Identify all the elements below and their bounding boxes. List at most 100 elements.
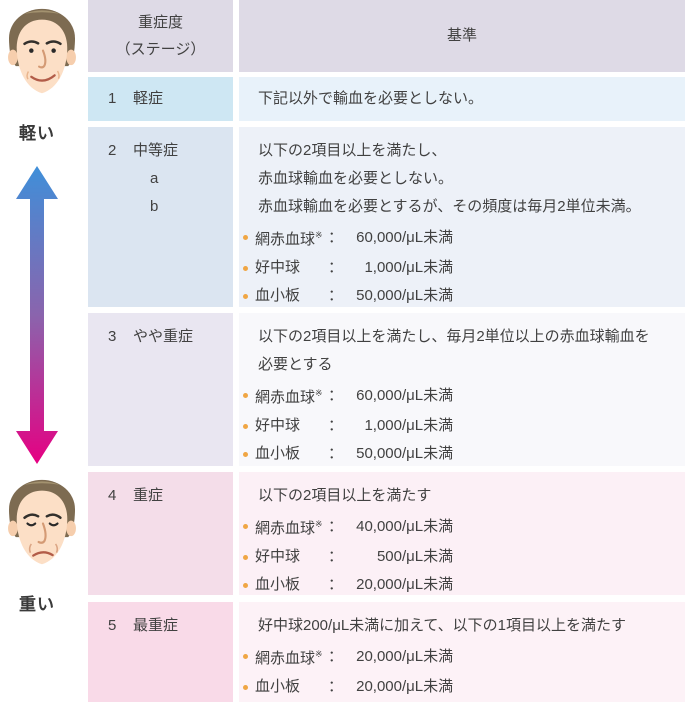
stage-cell: 4 重症 — [88, 472, 233, 595]
criteria-line: 以下の2項目以上を満たし、 — [258, 142, 447, 159]
criteria-header-cell: 基準 — [239, 0, 685, 72]
table-header-row: 重症度 （ステージ） 基準 — [88, 0, 685, 72]
stage-label: 2 中等症 — [108, 137, 233, 165]
bullet-value: 1,000 — [364, 259, 402, 276]
stage-name: 最重症 — [133, 617, 179, 634]
bullet-value: 20,000 — [356, 678, 402, 695]
bullet-value: 50,000 — [356, 445, 402, 462]
sad-man-face-icon — [8, 479, 76, 565]
bullet-dot-icon — [243, 684, 248, 690]
bullet-colon: ： — [328, 259, 344, 276]
bullet-value: 500 — [376, 548, 402, 565]
severe-label: 重い — [19, 595, 55, 614]
bullet-value: 20,000 — [356, 576, 402, 593]
table-row: 5 最重症 好中球200/μL未満に加えて、以下の1項目以上を満たす網赤血球※ ： 20… — [88, 602, 685, 702]
bullet-label: 血小板 — [255, 287, 301, 304]
criteria-line: 以下の2項目以上を満たす — [258, 487, 432, 504]
bullet-colon: ： — [328, 228, 344, 246]
bullet-value: 50,000 — [356, 287, 402, 304]
criteria-bullet-item: 網赤血球※：20,000/μL未満 — [243, 640, 685, 673]
bullet-note-mark: ※ — [315, 649, 323, 659]
criteria-bullet-item: 好中球 ： 1,000/μL未満 — [243, 412, 685, 440]
bullet-unit: /μL未満 — [402, 259, 454, 276]
criteria-header-label: 基準 — [446, 27, 477, 44]
stage-name: 中等症 — [133, 142, 179, 159]
bullet-dot-icon — [243, 654, 248, 659]
bullet-colon: ： — [328, 287, 344, 304]
bullet-value: 40,000 — [356, 517, 402, 535]
stage-label: 4 重症 — [108, 482, 233, 510]
bullet-note-mark: ※ — [315, 388, 323, 398]
criteria-line: 赤血球輸血を必要としない。 — [258, 170, 454, 187]
stage-name: 重症 — [133, 487, 164, 504]
bullet-label: 好中球 — [255, 548, 301, 565]
bullet-label: 網赤血球※ — [255, 388, 323, 406]
stage-label: 1 軽症 — [108, 85, 233, 113]
bullet-label: 血小板 — [255, 576, 301, 593]
bullet-unit: /μL未満 — [402, 287, 454, 304]
stage-number: 1 — [108, 90, 117, 107]
criteria-bullet-item: 網赤血球※ ： 60,000/μL未満 — [243, 379, 685, 412]
bullet-dot-icon — [243, 554, 248, 560]
bullet-label: 網赤血球※ — [255, 230, 323, 248]
stage-cell: 1 軽症 — [88, 77, 233, 121]
bullet-colon: ： — [328, 647, 344, 665]
bullet-label: 血小板 — [255, 445, 301, 462]
criteria-bullet-item: 血小板 ： 50,000/μL未満 — [243, 282, 685, 310]
bullet-colon: ： — [328, 445, 344, 462]
bullet-unit: /μL未満 — [402, 576, 454, 593]
smiling-man-face-icon — [8, 8, 76, 94]
stage-name: 軽症 — [133, 90, 164, 107]
stage-number: 2 — [108, 142, 117, 159]
stage-cell: 5 最重症 — [88, 602, 233, 702]
bullet-value: 20,000 — [356, 647, 402, 665]
severity-scale-panel: 軽い — [0, 0, 88, 702]
bullet-value: 1,000 — [364, 417, 402, 434]
criteria-bullet-item: 血小板：20,000/μL未満 — [243, 571, 685, 599]
severity-gradient-arrow-icon — [16, 166, 58, 464]
bullet-dot-icon — [243, 235, 248, 240]
bullet-label: 好中球 — [255, 259, 301, 276]
stage-number: 4 — [108, 487, 117, 504]
criteria-line: 必要とする — [258, 356, 333, 373]
stage-substage-label: b — [150, 198, 159, 215]
bullet-dot-icon — [243, 293, 248, 299]
criteria-cell: 下記以外で輸血を必要としない。 — [239, 77, 685, 121]
bullet-dot-icon — [243, 582, 248, 588]
criteria-bullet-item: 血小板：20,000/μL未満 — [243, 673, 685, 701]
criteria-line: 好中球200/μL未満に加えて、以下の1項目以上を満たす — [258, 617, 627, 634]
criteria-cell: 以下の2項目以上を満たし、赤血球輸血を必要としない。赤血球輸血を必要とするが、そ… — [239, 127, 685, 307]
bullet-label: 好中球 — [255, 417, 301, 434]
bullet-colon: ： — [328, 386, 344, 404]
mild-label: 軽い — [19, 124, 55, 143]
stage-header-line1: 重症度 — [137, 14, 183, 31]
bullet-unit: /μL未満 — [402, 386, 454, 404]
bullet-note-mark: ※ — [315, 230, 323, 240]
bullet-colon: ： — [328, 548, 344, 565]
stage-number: 5 — [108, 617, 117, 634]
bullet-unit: /μL未満 — [402, 445, 454, 462]
criteria-line: 赤血球輸血を必要とするが、その頻度は毎月2単位未満。 — [258, 198, 641, 215]
bullet-unit: /μL未満 — [402, 678, 454, 695]
stage-label: 5 最重症 — [108, 612, 233, 640]
bullet-colon: ： — [328, 517, 344, 535]
bullet-label: 網赤血球※ — [255, 649, 323, 667]
bullet-label: 血小板 — [255, 678, 301, 695]
bullet-label: 網赤血球※ — [255, 519, 323, 537]
bullet-unit: /μL未満 — [402, 417, 454, 434]
bullet-colon: ： — [328, 417, 344, 434]
bullet-value: 60,000 — [356, 386, 402, 404]
bullet-dot-icon — [243, 423, 248, 429]
criteria-bullet-item: 網赤血球※：60,000/μL未満 — [243, 221, 685, 254]
criteria-bullet-item: 好中球：500/μL未満 — [243, 543, 685, 571]
stage-name: やや重症 — [133, 328, 194, 345]
bullet-dot-icon — [243, 524, 248, 529]
criteria-cell: 好中球200/μL未満に加えて、以下の1項目以上を満たす網赤血球※ ： 20,000… — [239, 602, 685, 702]
